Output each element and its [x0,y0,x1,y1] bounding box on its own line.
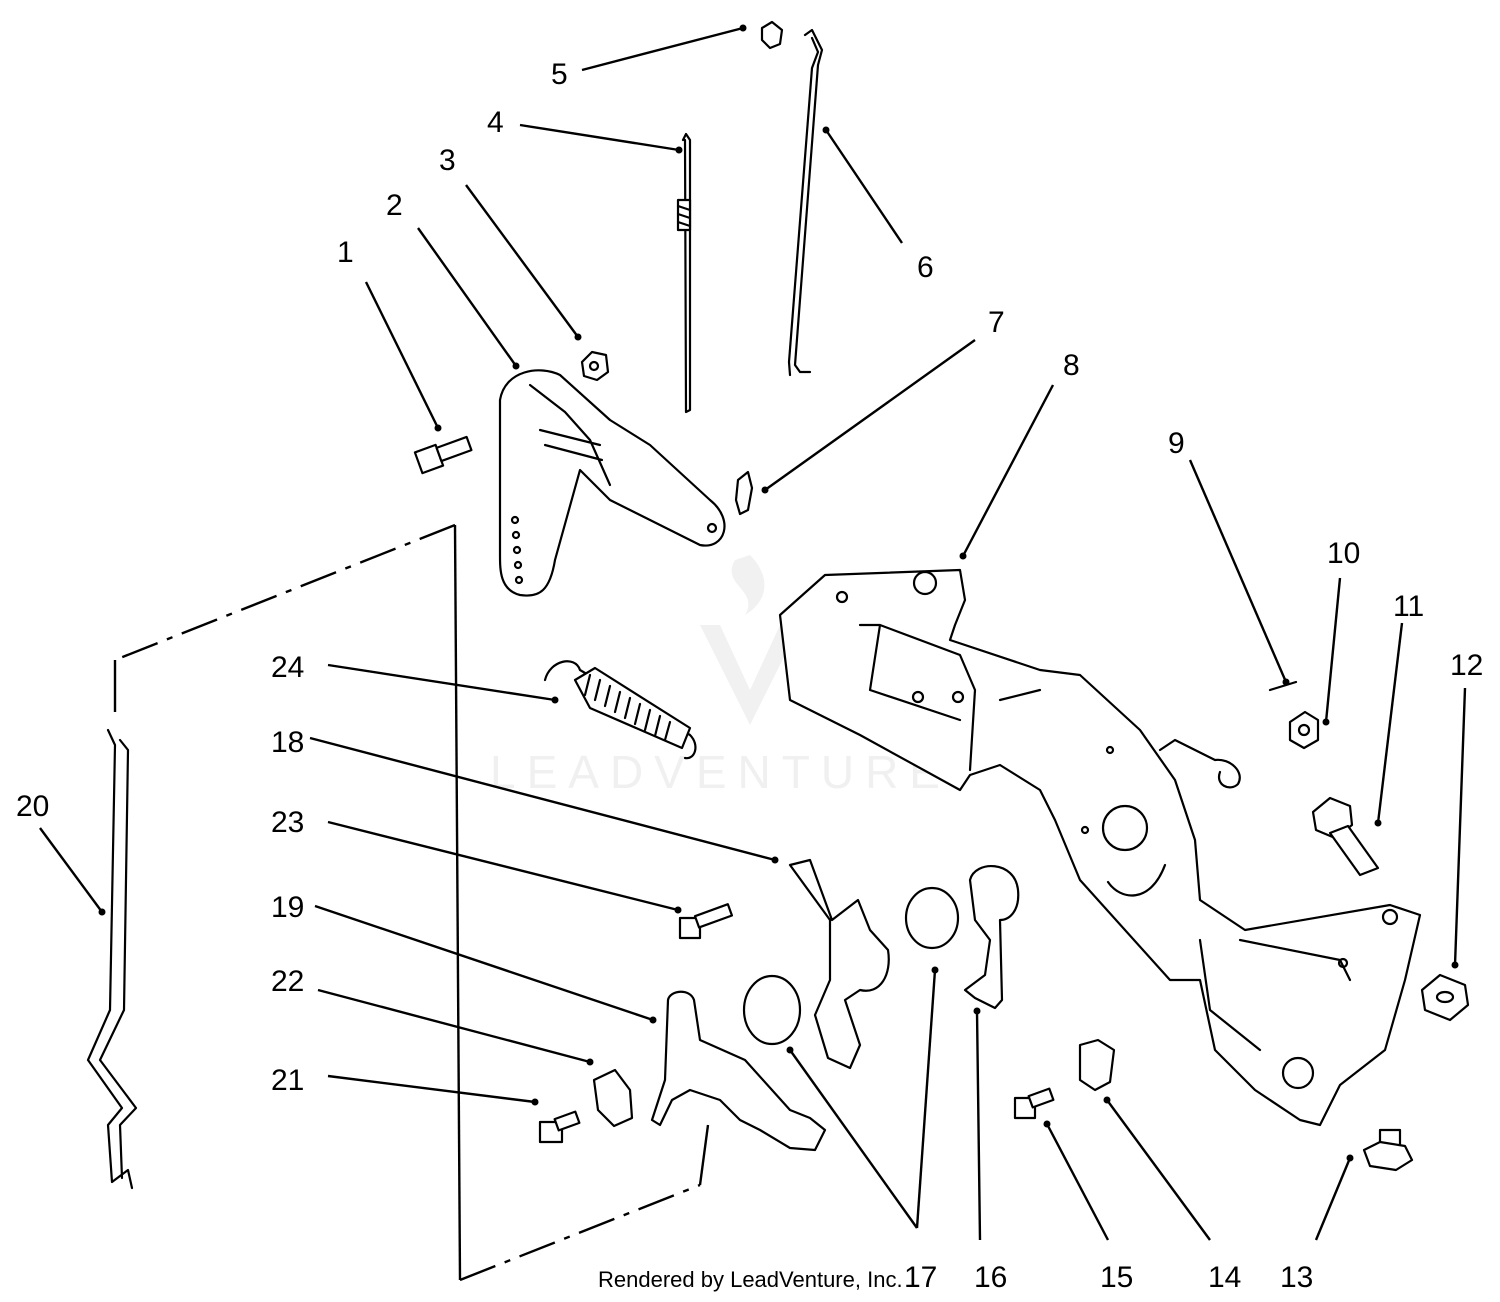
callout-14: 14 [1208,1261,1241,1294]
callout-10: 10 [1327,537,1360,570]
nut-3 [580,350,610,382]
callout-7: 7 [988,306,1005,339]
governor-spring [543,660,697,760]
callout-3: 3 [439,144,456,177]
leader-lines [39,24,1467,1241]
callout-13: 13 [1280,1261,1313,1294]
callout-4: 4 [487,106,504,139]
callout-labels: 1 2 3 4 5 6 7 8 9 10 11 12 13 14 15 16 1… [16,58,1483,1294]
callout-16: 16 [974,1261,1007,1294]
screw-15 [1013,1087,1055,1120]
callout-22: 22 [271,965,304,998]
callout-15: 15 [1100,1261,1133,1294]
choke-link [676,132,692,414]
callout-18: 18 [271,726,304,759]
clip-7 [734,470,754,516]
screw-21 [538,1110,581,1144]
callout-8: 8 [1063,349,1080,382]
bolt-11 [1311,796,1380,877]
callout-19: 19 [271,891,304,924]
watermark: LEADVENTURE [490,555,951,798]
throttle-link [787,28,824,377]
spring-9 [1158,680,1298,789]
callout-9: 9 [1168,427,1185,460]
nut-12 [1420,973,1470,1022]
control-bracket [778,568,1422,1127]
clamp-14 [1078,1038,1116,1092]
governor-lever [650,990,827,1152]
callout-20: 20 [16,790,49,823]
credit-text: Rendered by LeadVenture, Inc. [598,1267,903,1292]
callout-1: 1 [337,236,354,269]
lever-16 [963,865,1020,1010]
control-lever [498,369,726,597]
nut-10 [1288,710,1320,750]
callout-17: 17 [904,1261,937,1294]
callout-21: 21 [271,1064,304,1097]
washer-17a [904,886,960,950]
bolt-13 [1362,1128,1414,1172]
governor-link-rod [86,728,138,1190]
retainer-5 [760,20,784,50]
callout-12: 12 [1450,649,1483,682]
watermark-text: LEADVENTURE [490,746,951,798]
callout-5: 5 [551,58,568,91]
callout-23: 23 [271,806,304,839]
washer-17b [742,974,802,1046]
callout-6: 6 [917,251,934,284]
washer-22 [592,1068,634,1128]
watermark-logo-icon [700,625,800,725]
callout-2: 2 [386,189,403,222]
callout-11: 11 [1393,590,1424,623]
assembly-bracket [113,523,710,1282]
lever-18 [788,858,890,1070]
screw-23 [678,903,734,940]
screw-1 [413,435,473,475]
callout-24: 24 [271,651,304,684]
